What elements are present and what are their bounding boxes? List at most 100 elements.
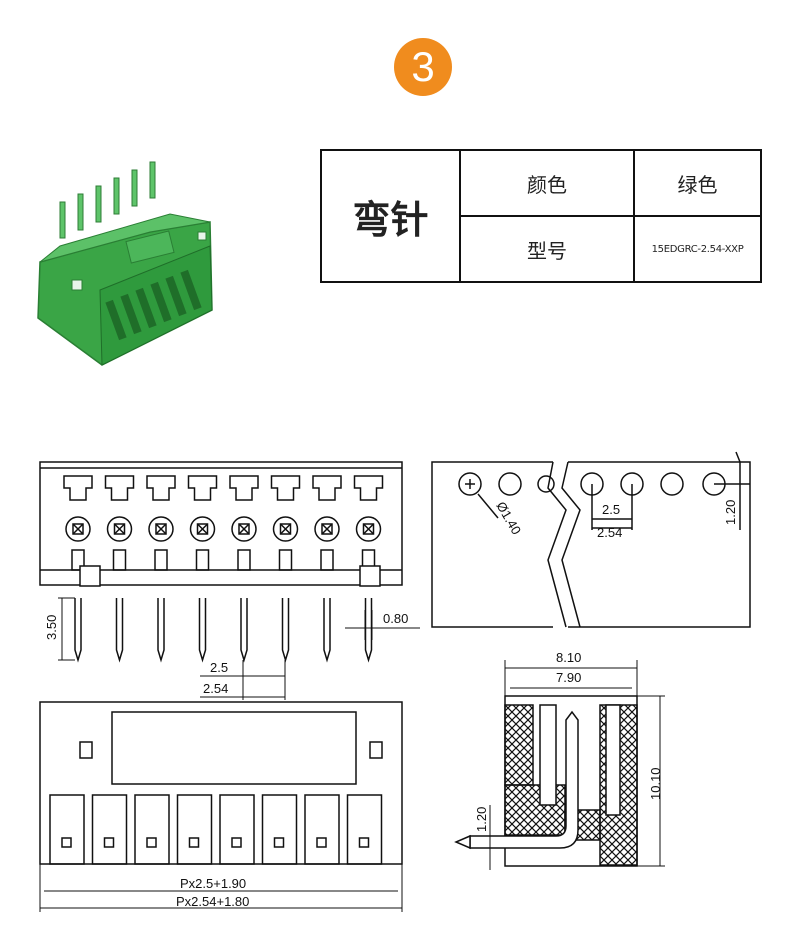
height-label: 10.10 xyxy=(648,767,663,800)
hole-diameter-label: Ø1.40 xyxy=(493,499,524,537)
model-label: 型号 xyxy=(459,215,635,283)
front-pin xyxy=(198,598,207,663)
front-pin xyxy=(281,598,290,663)
photo-slot xyxy=(180,269,202,311)
hole-pitch-b-label: 2.54 xyxy=(597,525,622,540)
screw-circle xyxy=(355,516,382,542)
model-value: 15EDGRC-2.54-XXP xyxy=(633,215,762,283)
front-tooth xyxy=(187,475,218,501)
width-a-label: Px2.5+1.90 xyxy=(180,876,246,891)
screw-square xyxy=(279,523,292,535)
front-tooth xyxy=(312,475,342,501)
bottom-slot xyxy=(91,794,128,865)
step-number-badge: 3 xyxy=(394,38,452,96)
screw-cross xyxy=(196,523,209,535)
bottom-slot-hole xyxy=(231,837,242,848)
bottom-slot xyxy=(49,794,85,865)
photo-pin xyxy=(131,169,138,207)
bottom-slot xyxy=(304,794,340,865)
front-tooth xyxy=(229,475,259,501)
hole-pitch-a-label: 2.5 xyxy=(602,502,620,517)
screw-circle xyxy=(65,516,91,542)
photo-pin xyxy=(113,177,120,215)
screw-square xyxy=(238,523,250,535)
side-dimensions xyxy=(486,660,665,870)
pin-type-cell: 弯针 xyxy=(320,149,461,283)
photo-pin xyxy=(149,161,156,199)
bottom-slot-hole xyxy=(188,837,200,848)
front-tooth xyxy=(146,475,176,501)
front-pin xyxy=(157,598,165,663)
screw-cross xyxy=(321,523,333,535)
screw-cross xyxy=(362,523,375,535)
pin-width-label: 0.80 xyxy=(383,611,408,626)
lower-tooth xyxy=(195,549,210,571)
screw-circle xyxy=(189,516,216,542)
front-dimensions xyxy=(58,597,420,700)
color-label: 颜色 xyxy=(459,149,635,217)
photo-slot xyxy=(120,293,142,335)
bottom-slot xyxy=(261,794,298,865)
bottom-slot-hole xyxy=(146,837,157,848)
spec-table: 弯针 颜色 绿色 型号 15EDGRC-2.54-XXP xyxy=(320,149,762,283)
photo-pin xyxy=(95,185,102,223)
photo-slot xyxy=(105,299,127,341)
front-tooth xyxy=(353,475,384,501)
screw-square xyxy=(113,523,126,535)
bottom-slot-hole xyxy=(358,837,370,848)
pin-offset-label: 1.20 xyxy=(474,807,489,832)
bottom-slot xyxy=(176,794,213,865)
bottom-slot-hole xyxy=(61,837,72,848)
photo-slot xyxy=(165,275,187,317)
front-tooth xyxy=(104,475,135,501)
hole-offset-label: 1.20 xyxy=(723,500,738,525)
width-b-label: Px2.54+1.80 xyxy=(176,894,249,909)
front-pin xyxy=(74,598,82,663)
bottom-slot-hole xyxy=(103,837,115,848)
front-view xyxy=(39,461,403,663)
front-pin xyxy=(323,598,331,663)
depth-outer-label: 8.10 xyxy=(556,650,581,665)
lower-tooth xyxy=(154,549,168,571)
lower-tooth xyxy=(278,549,293,571)
bottom-dimensions xyxy=(39,864,403,912)
bottom-slot xyxy=(219,794,255,865)
screw-circle xyxy=(106,516,133,542)
screw-circle xyxy=(148,516,174,542)
screw-square xyxy=(321,523,333,535)
lower-tooth xyxy=(320,549,334,571)
bottom-view xyxy=(39,701,403,865)
bottom-slot-hole xyxy=(273,837,285,848)
screw-cross xyxy=(72,523,84,535)
screw-square xyxy=(362,523,375,535)
front-pin xyxy=(240,598,248,663)
lower-tooth xyxy=(237,549,251,571)
screw-circle xyxy=(272,516,299,542)
pitch-b-label: 2.54 xyxy=(203,681,228,696)
connector-product-image xyxy=(37,161,213,366)
lower-tooth xyxy=(112,549,127,571)
screw-square xyxy=(72,523,84,535)
bottom-slot xyxy=(134,794,170,865)
side-section-view xyxy=(454,695,638,867)
screw-cross xyxy=(238,523,250,535)
front-tooth xyxy=(63,475,93,501)
front-tooth xyxy=(270,475,301,501)
pitch-a-label: 2.5 xyxy=(210,660,228,675)
color-value: 绿色 xyxy=(633,149,762,217)
screw-circle xyxy=(231,516,257,542)
screw-cross xyxy=(279,523,292,535)
front-pin xyxy=(364,598,373,663)
front-pin xyxy=(115,598,124,663)
screw-square xyxy=(196,523,209,535)
screw-circle xyxy=(314,516,340,542)
bottom-slot xyxy=(346,794,383,865)
depth-inner-label: 7.90 xyxy=(556,670,581,685)
bottom-slot-hole xyxy=(316,837,327,848)
screw-cross xyxy=(155,523,167,535)
photo-pin xyxy=(77,193,84,231)
pcb-hole-view xyxy=(431,451,751,628)
photo-slot xyxy=(135,287,157,329)
pin-length-label: 3.50 xyxy=(44,615,59,640)
